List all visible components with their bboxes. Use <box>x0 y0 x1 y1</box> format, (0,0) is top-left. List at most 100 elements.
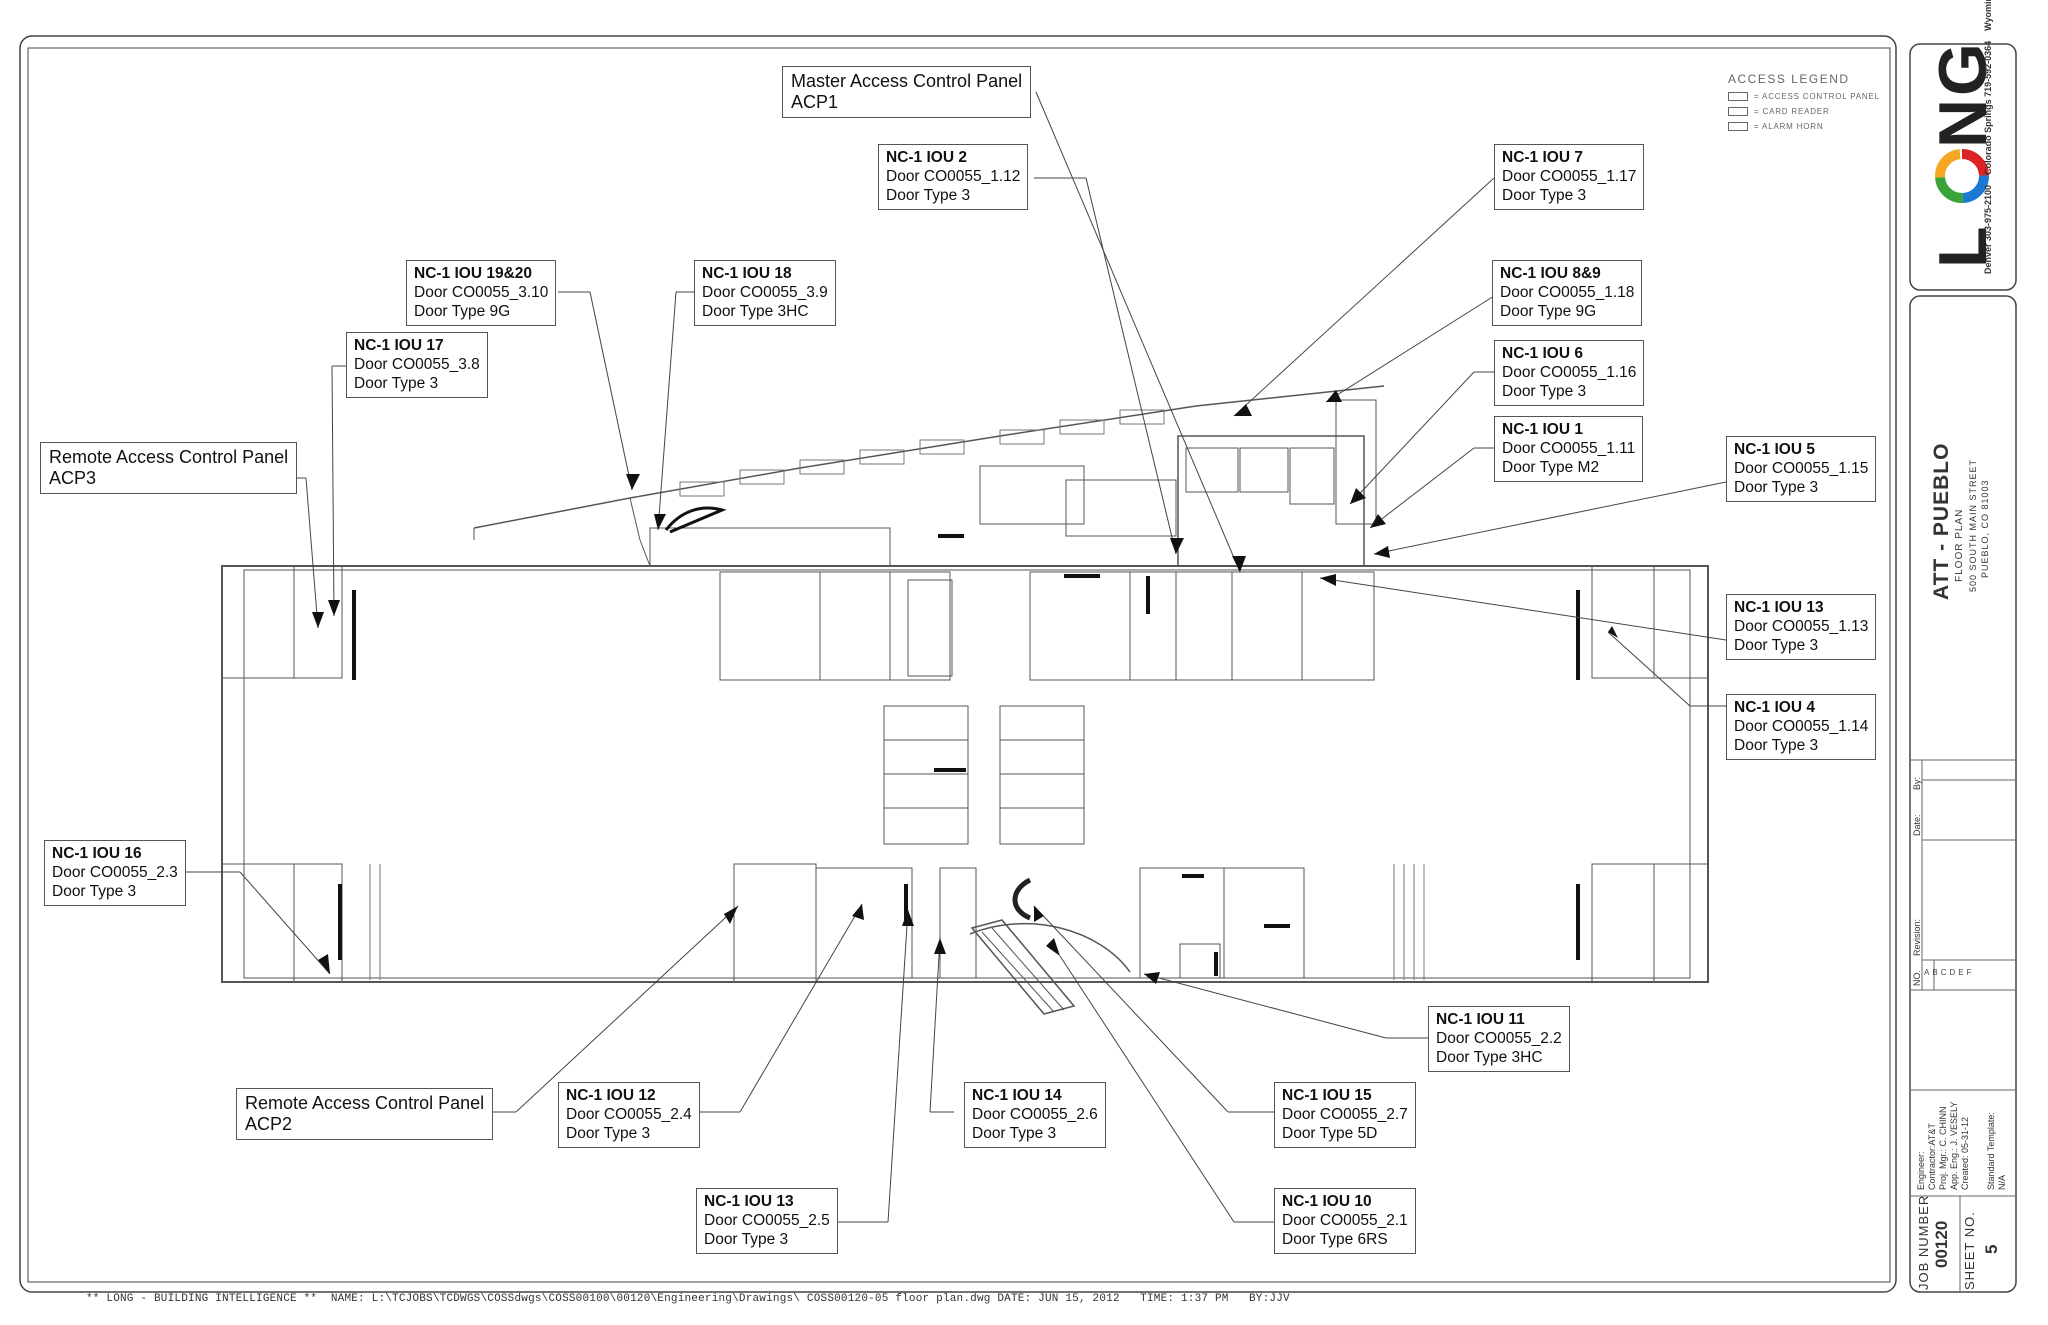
engineer-info: Engineer: Contractor:AT&T Proj. Mgr.: C.… <box>1916 1102 1971 1190</box>
callout-iou-10: NC-1 IOU 10 Door CO0055_2.1 Door Type 6R… <box>1274 1188 1416 1254</box>
callout-door-type: Door Type 3 <box>52 883 137 900</box>
rev-letter: C <box>1940 968 1947 977</box>
legend-item: = ALARM HORN <box>1754 122 1824 131</box>
callout-title: NC-1 IOU 17 <box>354 337 444 354</box>
callout-iou-14: NC-1 IOU 14 Door CO0055_2.6 Door Type 3 <box>964 1082 1106 1148</box>
job-number: 00120 <box>1932 1220 1951 1268</box>
callout-title: NC-1 IOU 12 <box>566 1087 656 1104</box>
callout-line: ACP3 <box>49 468 97 488</box>
access-control-panel-icon <box>1728 92 1748 101</box>
callout-door-type: Door Type 3HC <box>1436 1049 1543 1066</box>
callout-title: NC-1 IOU 13 <box>704 1193 794 1210</box>
callout-door-type: Door Type 3 <box>1502 383 1587 400</box>
callout-iou-13-north: NC-1 IOU 13 Door CO0055_1.13 Door Type 3 <box>1726 594 1877 660</box>
office-colorado-springs: Colorado Springs 719-592-0364 <box>1983 40 1993 175</box>
callout-title: NC-1 IOU 11 <box>1436 1011 1525 1028</box>
callout-door: Door CO0055_2.1 <box>1282 1212 1408 1229</box>
callout-leader-lines <box>186 91 1727 1223</box>
callout-iou-17: NC-1 IOU 17 Door CO0055_3.8 Door Type 3 <box>346 332 488 398</box>
callout-title: NC-1 IOU 6 <box>1502 345 1583 362</box>
legend-title: ACCESS LEGEND <box>1728 72 1850 86</box>
callout-door-type: Door Type 3 <box>886 187 971 204</box>
callout-door: Door CO0055_2.6 <box>972 1106 1098 1123</box>
legend-item: = ACCESS CONTROL PANEL <box>1754 92 1880 101</box>
callout-door: Door CO0055_1.18 <box>1500 284 1635 301</box>
callout-door-type: Door Type 3 <box>1502 187 1587 204</box>
drawing-footer: ** LONG - BUILDING INTELLIGENCE ** NAME:… <box>86 1293 1290 1305</box>
callout-door-type: Door Type 9G <box>1500 303 1597 320</box>
callout-title: NC-1 IOU 4 <box>1734 699 1815 716</box>
callout-iou-8-9: NC-1 IOU 8&9 Door CO0055_1.18 Door Type … <box>1492 260 1643 326</box>
callout-door-type: Door Type M2 <box>1502 459 1600 476</box>
callout-master-acp1: Master Access Control Panel ACP1 <box>782 66 1032 118</box>
title-block-lines <box>1910 759 2016 1292</box>
address-line-1: 500 SOUTH MAIN STREET <box>1968 458 1978 592</box>
callout-iou-7: NC-1 IOU 7 Door CO0055_1.17 Door Type 3 <box>1494 144 1645 210</box>
callout-door: Door CO0055_1.14 <box>1734 718 1869 735</box>
sheet-border <box>19 35 2017 1293</box>
callout-iou-15: NC-1 IOU 15 Door CO0055_2.7 Door Type 5D <box>1274 1082 1416 1148</box>
callout-line: ACP2 <box>245 1114 293 1134</box>
callout-door: Door CO0055_2.2 <box>1436 1030 1562 1047</box>
sheet-number: 5 <box>1982 1244 2001 1254</box>
engineer-line: Proj. Mgr.: C. CHINN <box>1938 1106 1948 1190</box>
callout-door-type: Door Type 3 <box>1734 479 1819 496</box>
callout-title: NC-1 IOU 16 <box>52 845 142 862</box>
svg-text:G: G <box>1925 43 2001 96</box>
callout-iou-19-20: NC-1 IOU 19&20 Door CO0055_3.10 Door Typ… <box>406 260 557 326</box>
callout-door: Door CO0055_1.13 <box>1734 618 1869 635</box>
legend-item: = CARD READER <box>1754 107 1830 116</box>
callout-title: NC-1 IOU 1 <box>1502 421 1583 438</box>
callout-door: Door CO0055_3.8 <box>354 356 480 373</box>
callout-title: NC-1 IOU 14 <box>972 1087 1062 1104</box>
callout-door: Door CO0055_1.15 <box>1734 460 1869 477</box>
callout-door-type: Door Type 3 <box>704 1231 789 1248</box>
alarm-horn-icon <box>1728 122 1748 131</box>
standard-template: Standard Template: N/A <box>1986 1112 2007 1190</box>
engineer-line: Created: 05-31-12 <box>1960 1116 1970 1190</box>
revision-letters: A B C D E F <box>1924 968 1971 977</box>
callout-door: Door CO0055_1.17 <box>1502 168 1637 185</box>
callout-iou-11: NC-1 IOU 11 Door CO0055_2.2 Door Type 3H… <box>1428 1006 1570 1072</box>
callout-door: Door CO0055_2.7 <box>1282 1106 1408 1123</box>
callout-title: NC-1 IOU 13 <box>1734 599 1824 616</box>
callout-iou-5: NC-1 IOU 5 Door CO0055_1.15 Door Type 3 <box>1726 436 1877 502</box>
callout-title: NC-1 IOU 10 <box>1282 1193 1372 1210</box>
callout-door: Door CO0055_2.4 <box>566 1106 692 1123</box>
callout-iou-16: NC-1 IOU 16 Door CO0055_2.3 Door Type 3 <box>44 840 186 906</box>
callout-line: Remote Access Control Panel <box>49 447 289 467</box>
callout-door: Door CO0055_1.12 <box>886 168 1021 185</box>
callout-door-type: Door Type 3 <box>1734 737 1819 754</box>
legend-row-card-reader: = CARD READER <box>1728 107 1880 116</box>
callout-line: Remote Access Control Panel <box>245 1093 485 1113</box>
svg-text:N: N <box>1925 99 2001 148</box>
job-number-label: JOB NUMBER <box>1916 1194 1931 1290</box>
rev-letter: E <box>1958 968 1964 977</box>
callout-door-type: Door Type 5D <box>1282 1125 1378 1142</box>
engineer-line: Contractor:AT&T <box>1927 1123 1937 1190</box>
legend-row-acp: = ACCESS CONTROL PANEL <box>1728 92 1880 101</box>
engineer-line: Engineer: <box>1916 1151 1926 1190</box>
rev-header-date: Date: <box>1912 814 1922 836</box>
callout-door-type: Door Type 6RS <box>1282 1231 1388 1248</box>
building-floor-plan <box>221 385 1709 1015</box>
callout-door-type: Door Type 3 <box>972 1125 1057 1142</box>
callout-door: Door CO0055_3.10 <box>414 284 549 301</box>
rev-letter: B <box>1932 968 1938 977</box>
rev-header-revision: Revision: <box>1912 918 1922 956</box>
card-reader-icon <box>1728 107 1748 116</box>
engineer-line: App. Eng.: J. VESELY <box>1949 1101 1959 1190</box>
sheet-description: FLOOR PLAN <box>1954 508 1965 582</box>
rev-header-by: By: <box>1912 776 1922 790</box>
callout-iou-6: NC-1 IOU 6 Door CO0055_1.16 Door Type 3 <box>1494 340 1645 406</box>
office-denver: Denver 303-975-2100 <box>1983 184 1993 274</box>
callout-door-type: Door Type 3 <box>354 375 439 392</box>
long-logo-icon: L N G <box>1925 43 2001 268</box>
callout-iou-18: NC-1 IOU 18 Door CO0055_3.9 Door Type 3H… <box>694 260 836 326</box>
callout-line: Master Access Control Panel <box>791 71 1023 91</box>
sheet-no-label: SHEET NO. <box>1962 1211 1977 1290</box>
callout-door: Door CO0055_2.3 <box>52 864 178 881</box>
callout-door: Door CO0055_1.11 <box>1502 440 1636 457</box>
callout-remote-acp2: Remote Access Control Panel ACP2 <box>236 1088 494 1140</box>
